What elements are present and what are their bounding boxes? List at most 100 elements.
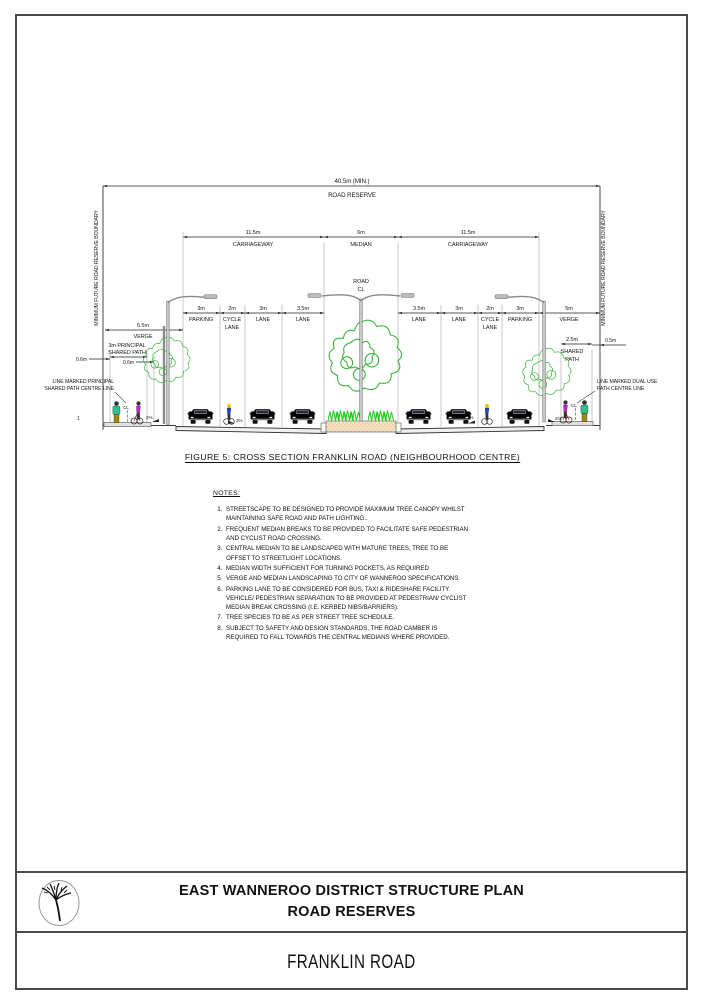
- cyclist-lane-right: [481, 404, 493, 425]
- verge-right-dim: 5m: [565, 306, 573, 312]
- offset-right: 0.5m: [605, 338, 616, 344]
- road-cl-line2: CL: [358, 287, 365, 293]
- slope-labels: 2% 3% 3% 2%: [146, 415, 562, 424]
- path-centreline-note-right: PATH CENTRE LINE: [597, 386, 645, 392]
- lane-label: PARKING: [508, 317, 532, 323]
- median-dim: 6m: [357, 230, 365, 236]
- path-centreline-note-right: LINE MARKED DUAL USE: [597, 379, 658, 385]
- lane-label: LANE: [296, 317, 311, 323]
- lane-dim: 3m: [259, 306, 267, 312]
- note-item: VERGE AND MEDIAN LANDSCAPING TO CITY OF …: [224, 574, 469, 583]
- lane-label: CYCLE: [223, 317, 242, 323]
- lane-dim: 3m: [455, 306, 463, 312]
- streetlight-centre: [307, 293, 415, 422]
- shared-path-left-label: SHARED PATH: [108, 350, 146, 356]
- subtitle-row: FRANKLIN ROAD: [15, 933, 688, 992]
- cyclist-path-right: [559, 400, 573, 424]
- lane-label: LANE: [225, 325, 240, 331]
- boundary-label-right: MINIMUM FUTURE ROAD RESERVE BOUNDARY: [601, 210, 607, 326]
- road-cl-line1: ROAD: [353, 279, 369, 285]
- road-reserve-dim: 40.5m (MIN.): [335, 178, 370, 185]
- carriageway-left-label: CARRIAGEWAY: [233, 242, 274, 248]
- shared-path-right-label: SHARED: [561, 349, 584, 355]
- offset-outer-left: 0.6m: [76, 357, 87, 363]
- pedestrian-right: [580, 400, 589, 422]
- carriageway-left-dim: 11.5m: [246, 230, 261, 236]
- verge-left-dim: 6.5m: [137, 323, 149, 329]
- lane-label: LANE: [483, 325, 498, 331]
- figure-caption: FIGURE 5: CROSS SECTION FRANKLIN ROAD (N…: [184, 452, 521, 462]
- lane-lines: [109, 242, 593, 427]
- road-name: FRANKLIN ROAD: [287, 951, 416, 973]
- dim-carriageways: 11.5m CARRIAGEWAY 6m MEDIAN 11.5m CARRIA…: [182, 230, 540, 293]
- title-line-1: EAST WANNEROO DISTRICT STRUCTURE PLAN: [179, 882, 524, 899]
- notes-list: STREETSCAPE TO BE DESIGNED TO PROVIDE MA…: [213, 505, 469, 642]
- slope-verge-right: 2%: [555, 416, 561, 421]
- lane-label: PARKING: [189, 317, 213, 323]
- lane-dim: 2m: [486, 306, 494, 312]
- path-cl-left: CL: [123, 405, 129, 410]
- reserve-boundaries: MINIMUM FUTURE ROAD RESERVE BOUNDARY MIN…: [94, 186, 607, 430]
- lane-label: LANE: [412, 317, 427, 323]
- car-lane-left: [249, 408, 276, 425]
- dim-verge-right: 2.5m SHARED PATH 0.5m LINE MARKED DUAL U…: [561, 337, 658, 422]
- lane-dim: 2m: [228, 306, 236, 312]
- shared-path-right-label: PATH: [565, 357, 579, 363]
- tree-median: [328, 319, 403, 421]
- dim-road-reserve: 40.5m (MIN.) ROAD RESERVE: [102, 178, 601, 199]
- road-right: [395, 426, 545, 434]
- shared-path-right-dim: 2.5m: [566, 337, 578, 343]
- shared-path-left-dim: 3m PRINCIPAL: [108, 343, 145, 349]
- road-reserve-label: ROAD RESERVE: [328, 192, 376, 199]
- wanneroo-logo: [38, 880, 80, 926]
- car-parking-left: [187, 408, 214, 425]
- title-block: EAST WANNEROO DISTRICT STRUCTURE PLAN RO…: [15, 871, 688, 992]
- footpath-left: [103, 422, 152, 427]
- boundary-label-left: MINIMUM FUTURE ROAD RESERVE BOUNDARY: [94, 210, 100, 326]
- path-cl-right: CL: [571, 403, 577, 408]
- streetlight-right: [494, 294, 546, 423]
- car-inner-lane-right: [405, 408, 432, 425]
- carriageway-right-label: CARRIAGEWAY: [448, 242, 489, 248]
- path-centreline-note-left: SHARED PATH CENTRE LINE: [44, 386, 114, 392]
- car-parking-right: [506, 408, 533, 425]
- lamp-head: [494, 294, 509, 299]
- car-inner-lane-left: [289, 408, 316, 425]
- slope-verge-left: 2%: [146, 415, 152, 420]
- cross-section-drawing: MINIMUM FUTURE ROAD RESERVE BOUNDARY MIN…: [44, 178, 658, 434]
- footpath-right: [551, 421, 594, 426]
- tree-verge-left: [142, 326, 191, 424]
- title-line-2: ROAD RESERVES: [287, 904, 416, 920]
- cyclist-path-left: [130, 401, 144, 425]
- offset-inner-left: 0.6m: [123, 360, 134, 366]
- lamp-head: [203, 294, 218, 299]
- note-item: TREE SPECIES TO BE AS PER STREET TREE SC…: [224, 613, 469, 622]
- verge-left-label: VERGE: [133, 334, 152, 340]
- lane-dim: 3.5m: [413, 306, 425, 312]
- dim-lanes: 3m PARKING 2m CYCLE LANE 3m LANE 3.5m LA…: [182, 306, 601, 331]
- lane-dim: 3.5m: [297, 306, 309, 312]
- lane-label: CYCLE: [481, 317, 500, 323]
- sheet-title: EAST WANNEROO DISTRICT STRUCTURE PLAN RO…: [15, 881, 688, 923]
- streetlight-left: [166, 294, 218, 426]
- road-left: [175, 426, 327, 434]
- lane-dim: 3m: [197, 306, 205, 312]
- dim-verge-left: 6.5m VERGE 3m PRINCIPAL SHARED PATH 0.6m…: [44, 323, 184, 423]
- note-item: SUBJECT TO SAFETY AND DESIGN STANDARDS, …: [224, 624, 469, 643]
- note-item: MEDIAN WIDTH SUFFICIENT FOR TURNING POCK…: [224, 564, 469, 573]
- slope-road-right: 3%: [467, 415, 473, 420]
- footnote-1: 1: [77, 416, 80, 422]
- note-item: CENTRAL MEDIAN TO BE LANDSCAPED WITH MAT…: [224, 544, 469, 563]
- lamp-head: [307, 293, 322, 298]
- notes-heading: NOTES:: [213, 490, 241, 497]
- note-item: STREETSCAPE TO BE DESIGNED TO PROVIDE MA…: [224, 505, 469, 524]
- verge-right-label: VERGE: [559, 317, 578, 323]
- note-item: FREQUENT MEDIAN BREAKS TO BE PROVIDED TO…: [224, 525, 469, 544]
- lamp-head: [400, 293, 415, 298]
- pedestrian-left: [112, 401, 121, 423]
- title-row: EAST WANNEROO DISTRICT STRUCTURE PLAN RO…: [15, 871, 688, 933]
- sheet-border: [15, 14, 688, 990]
- notes-block: NOTES: STREETSCAPE TO BE DESIGNED TO PRO…: [213, 489, 469, 643]
- slope-road-left: 3%: [236, 418, 242, 423]
